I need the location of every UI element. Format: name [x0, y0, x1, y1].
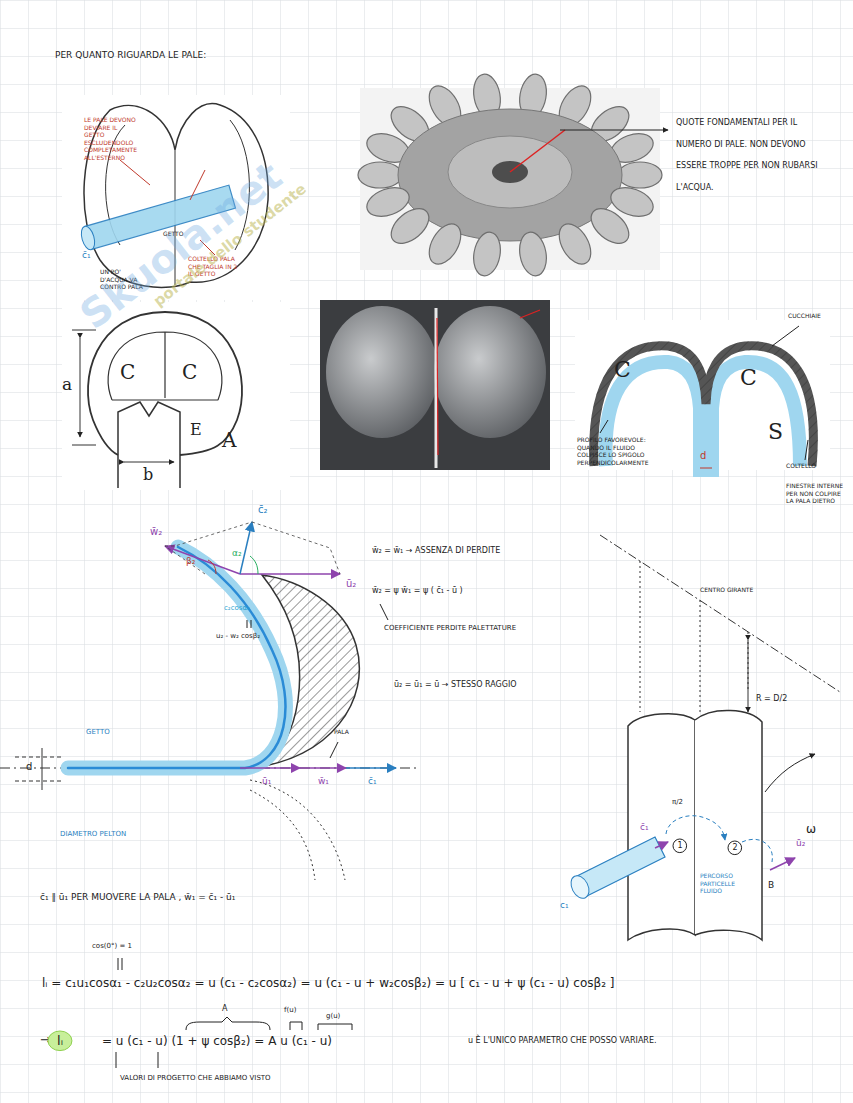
handwritten-note: w̄₂ = ψ w̄₁ = ψ ( c̄₁ - ū ) [372, 586, 463, 596]
page-heading: PER QUANTO RIGUARDA LE PALE: [55, 50, 206, 61]
part-label: A [222, 428, 236, 453]
dimension-label: R = D/2 [756, 694, 787, 704]
vector-label: c̄₁ [368, 776, 377, 787]
formula-text: c₂cosα₂ [224, 604, 250, 613]
point-circle: 2 [727, 840, 743, 856]
part-label: E [190, 420, 202, 440]
vector-label: ū₁ [262, 776, 271, 787]
dimension-label: d [700, 450, 706, 463]
handwritten-note: CUCCHIAIE [788, 312, 821, 320]
node-text: lᵢ [57, 1033, 63, 1049]
angle-label: β₂ [186, 556, 195, 567]
part-label: C [614, 356, 631, 384]
handwritten-note: u È L'UNICO PARAMETRO CHE POSSO VARIARE. [468, 1036, 657, 1046]
part-label: C [182, 360, 197, 385]
watermark: Skuola.net [70, 151, 291, 339]
angle-label: ω [806, 822, 816, 837]
handwritten-note: QUOTE FONDAMENTALI PER IL NUMERO DI PALE… [676, 112, 826, 198]
point-label: B [768, 880, 774, 891]
handwritten-note: c̄₁ ∥ ū₁ PER MUOVERE LA PALA , w̄₁ = c̄₁… [40, 892, 235, 903]
handwritten-note: VALORI DI PROGETTO CHE ABBIAMO VISTO [120, 1074, 271, 1083]
vector-label: c̄₂ [258, 504, 268, 517]
node-text: 1 [677, 841, 682, 851]
vector-label: ū₂ [796, 838, 805, 849]
part-label: GETTO [86, 728, 110, 737]
vector-label: w̄₂ [150, 526, 162, 539]
highlight-mark: lᵢ [47, 1030, 73, 1052]
handwritten-note: COEFFICIENTE PERDITE PALETTATURE [384, 624, 516, 633]
handwritten-note: PERCORSO PARTICELLE FLUIDO [700, 872, 756, 895]
handwritten-note: PROFILO FAVOREVOLE: QUANDO IL FLUIDO COL… [577, 436, 665, 466]
formula-text: A [222, 1004, 227, 1014]
angle-label: α₂ [232, 548, 242, 559]
formula-text: lᵢ = c₁u₁cosα₁ - c₂u₂cosα₂ = u (c₁ - c₂c… [42, 976, 614, 991]
vector-label: c̄₁ [82, 250, 91, 261]
dimension-label: a [62, 374, 72, 395]
formula-text: g(u) [326, 1012, 340, 1021]
formula-text: cos(0°) = 1 [92, 942, 132, 951]
part-label: DIAMETRO PELTON [60, 830, 126, 839]
dimension-label: b [143, 465, 153, 485]
formula-text: f(u) [284, 1006, 296, 1015]
handwritten-note: CENTRO GIRANTE [700, 586, 753, 594]
formula-text: u₂ - w₂ cosβ₂ [216, 632, 260, 641]
vector-label: c̄₁ [640, 822, 649, 833]
handwritten-note: LE PALE DEVONO DEVIARE IL GETTO ESCLUDEN… [84, 116, 138, 161]
part-label: C [120, 360, 135, 385]
dimension-label: d [26, 761, 32, 774]
vector-label: ū₂ [346, 578, 356, 591]
part-label: PALA [334, 728, 349, 736]
handwritten-note: FINESTRE INTERNE PER NON COLPIRE LA PALA… [786, 482, 848, 505]
formula-text: = u (c₁ - u) (1 + ψ cosβ₂) = A u (c₁ - u… [102, 1034, 332, 1049]
handwritten-note: COLTELLO [786, 462, 816, 470]
part-label: S [768, 418, 783, 446]
handwritten-note: w̄₂ = w̄₁ → ASSENZA DI PERDITE [372, 546, 500, 556]
vector-label: w̄₁ [318, 776, 329, 787]
vector-label: c₁ [560, 900, 569, 911]
point-circle: 1 [672, 838, 688, 854]
node-text: 2 [732, 843, 737, 853]
part-label: C [740, 364, 757, 392]
handwritten-note: ū₂ = ū₁ = ū → STESSO RAGGIO [394, 680, 517, 690]
angle-label: π/2 [672, 798, 683, 807]
